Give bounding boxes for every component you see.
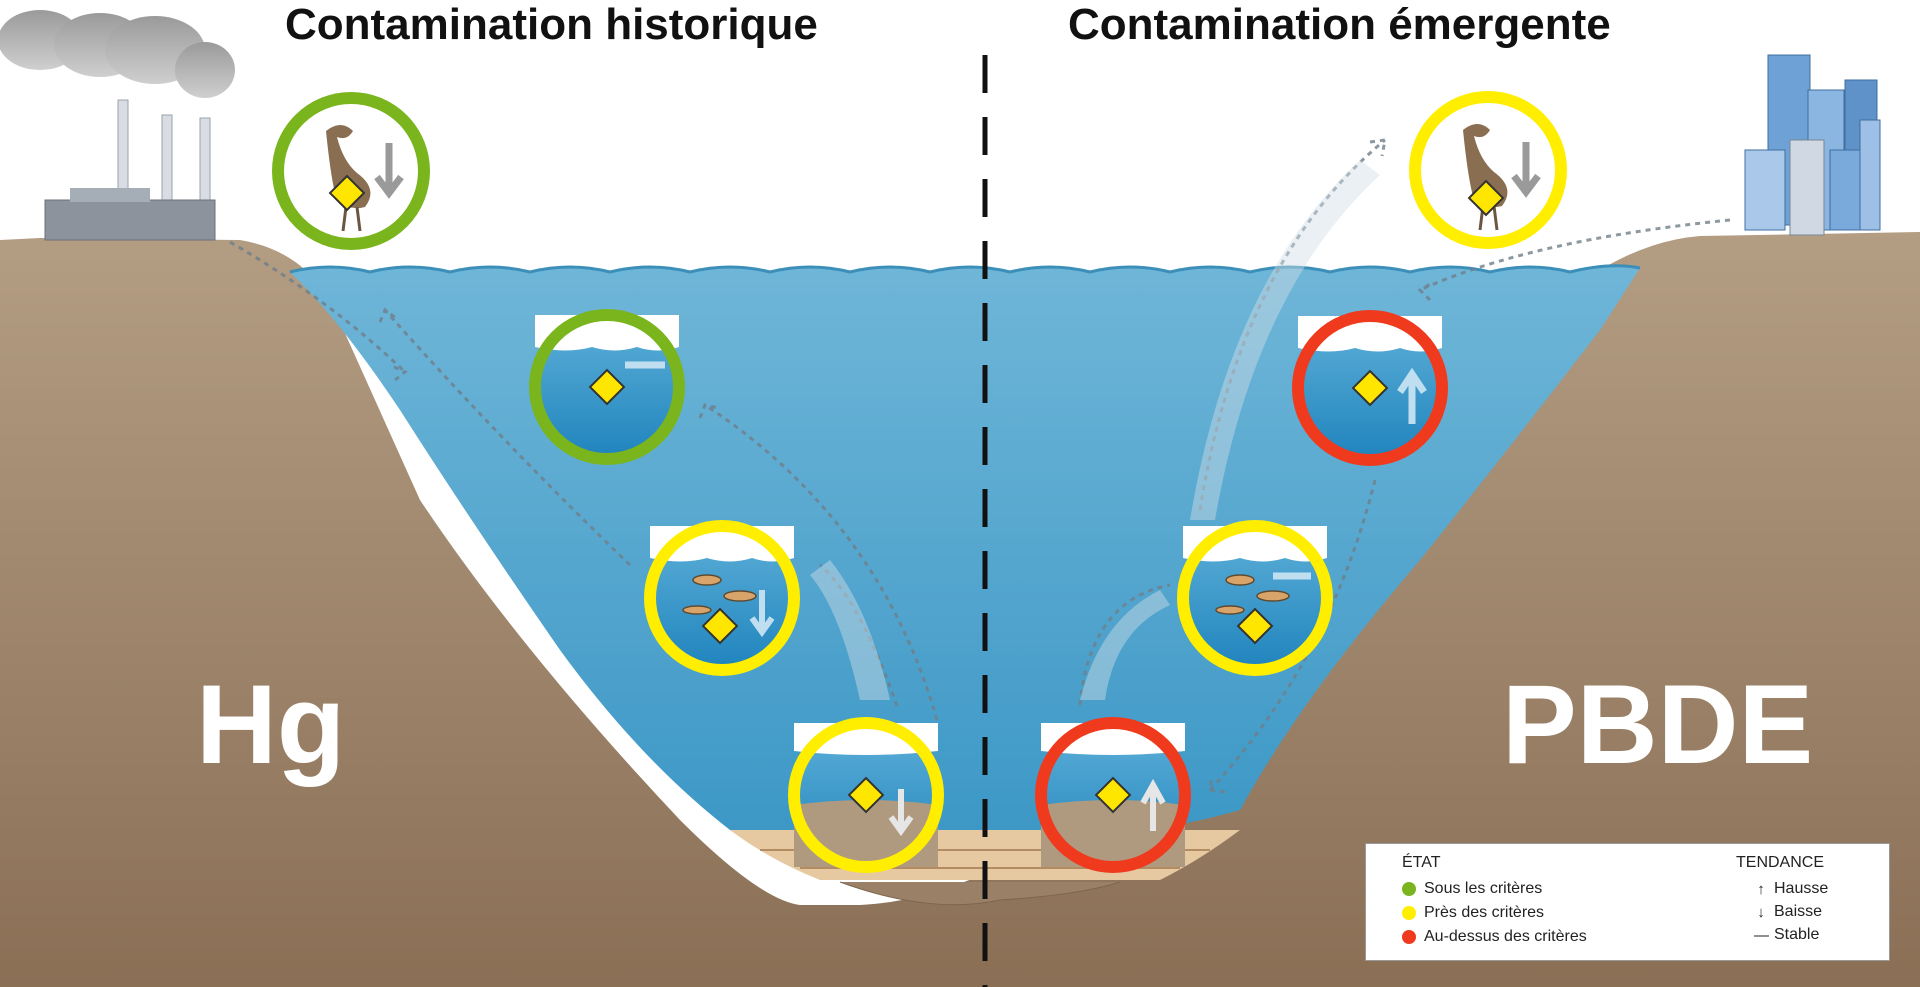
factory-icon (0, 10, 235, 241)
status-ring-sous (272, 92, 430, 250)
label-hg: Hg (196, 662, 346, 787)
trend-baisse-icon (374, 143, 404, 199)
status-ring-pres (788, 717, 944, 873)
trend-baisse-icon (888, 789, 914, 837)
trend-hausse-icon (1397, 367, 1427, 424)
indicator-node (1409, 91, 1567, 249)
legend-etat-title: ÉTAT (1402, 854, 1441, 871)
indicator-node (272, 92, 430, 250)
fish-icon (682, 574, 757, 615)
arrow-up-icon: ↑ (1757, 880, 1765, 898)
legend-label: Sous les critères (1424, 880, 1543, 897)
legend-label: Hausse (1774, 880, 1829, 897)
status-ring-pres (1177, 520, 1333, 676)
status-ring-au-dessus (1035, 717, 1191, 873)
label-pbde: PBDE (1502, 662, 1814, 787)
monitoring-marker (1094, 776, 1132, 814)
trend-hausse-icon (1140, 778, 1166, 831)
arrow-down-icon: ↓ (1757, 903, 1765, 921)
legend: ÉTAT Sous les critères Près des critères… (1365, 843, 1890, 961)
indicator-node (788, 717, 944, 873)
monitoring-marker (1351, 369, 1389, 407)
ground-bank (0, 232, 1920, 987)
heron-icon (1463, 124, 1508, 231)
legend-tendance-title: TENDANCE (1736, 854, 1825, 871)
water-surface (289, 264, 1641, 274)
indicator-node (1035, 717, 1191, 873)
flow-bands (810, 160, 1380, 700)
green-dot-icon (1402, 882, 1416, 896)
legend-item-baisse: ↓ Baisse (1754, 903, 1822, 921)
status-ring-pres (1409, 91, 1567, 249)
indicator-node (1177, 520, 1333, 676)
monitoring-marker (701, 607, 739, 645)
indicator-node (644, 520, 800, 676)
indicator-node (1292, 310, 1448, 466)
title-emergente: Contamination émergente (1068, 0, 1611, 49)
legend-item-sous: Sous les critères (1402, 880, 1542, 898)
red-dot-icon (1402, 930, 1416, 944)
city-icon (1744, 54, 1881, 236)
status-ring-pres (644, 520, 800, 676)
legend-label: Baisse (1774, 903, 1823, 920)
monitoring-marker (328, 174, 366, 212)
dash-icon: — (1754, 926, 1769, 944)
yellow-dot-icon (1402, 906, 1416, 920)
status-ring-au-dessus (1292, 310, 1448, 466)
legend-item-au-dessus: Au-dessus des critères (1402, 928, 1587, 946)
fish-icon (1215, 574, 1290, 615)
legend-item-stable: — Stable (1754, 926, 1819, 944)
flow-arrows (229, 138, 1731, 794)
monitoring-marker (1467, 179, 1505, 217)
legend-label: Stable (1774, 926, 1820, 943)
indicator-node (529, 309, 685, 465)
monitoring-marker (588, 368, 626, 406)
monitoring-marker (1236, 607, 1274, 645)
status-ring-sous (529, 309, 685, 465)
legend-item-hausse: ↑ Hausse (1754, 880, 1828, 898)
trend-baisse-icon (749, 590, 775, 638)
trend-baisse-icon (1511, 142, 1541, 198)
legend-label: Près des critères (1424, 904, 1545, 921)
legend-label: Au-dessus des critères (1424, 928, 1587, 945)
legend-item-pres: Près des critères (1402, 904, 1544, 922)
monitoring-marker (847, 776, 885, 814)
title-historique: Contamination historique (285, 0, 818, 49)
